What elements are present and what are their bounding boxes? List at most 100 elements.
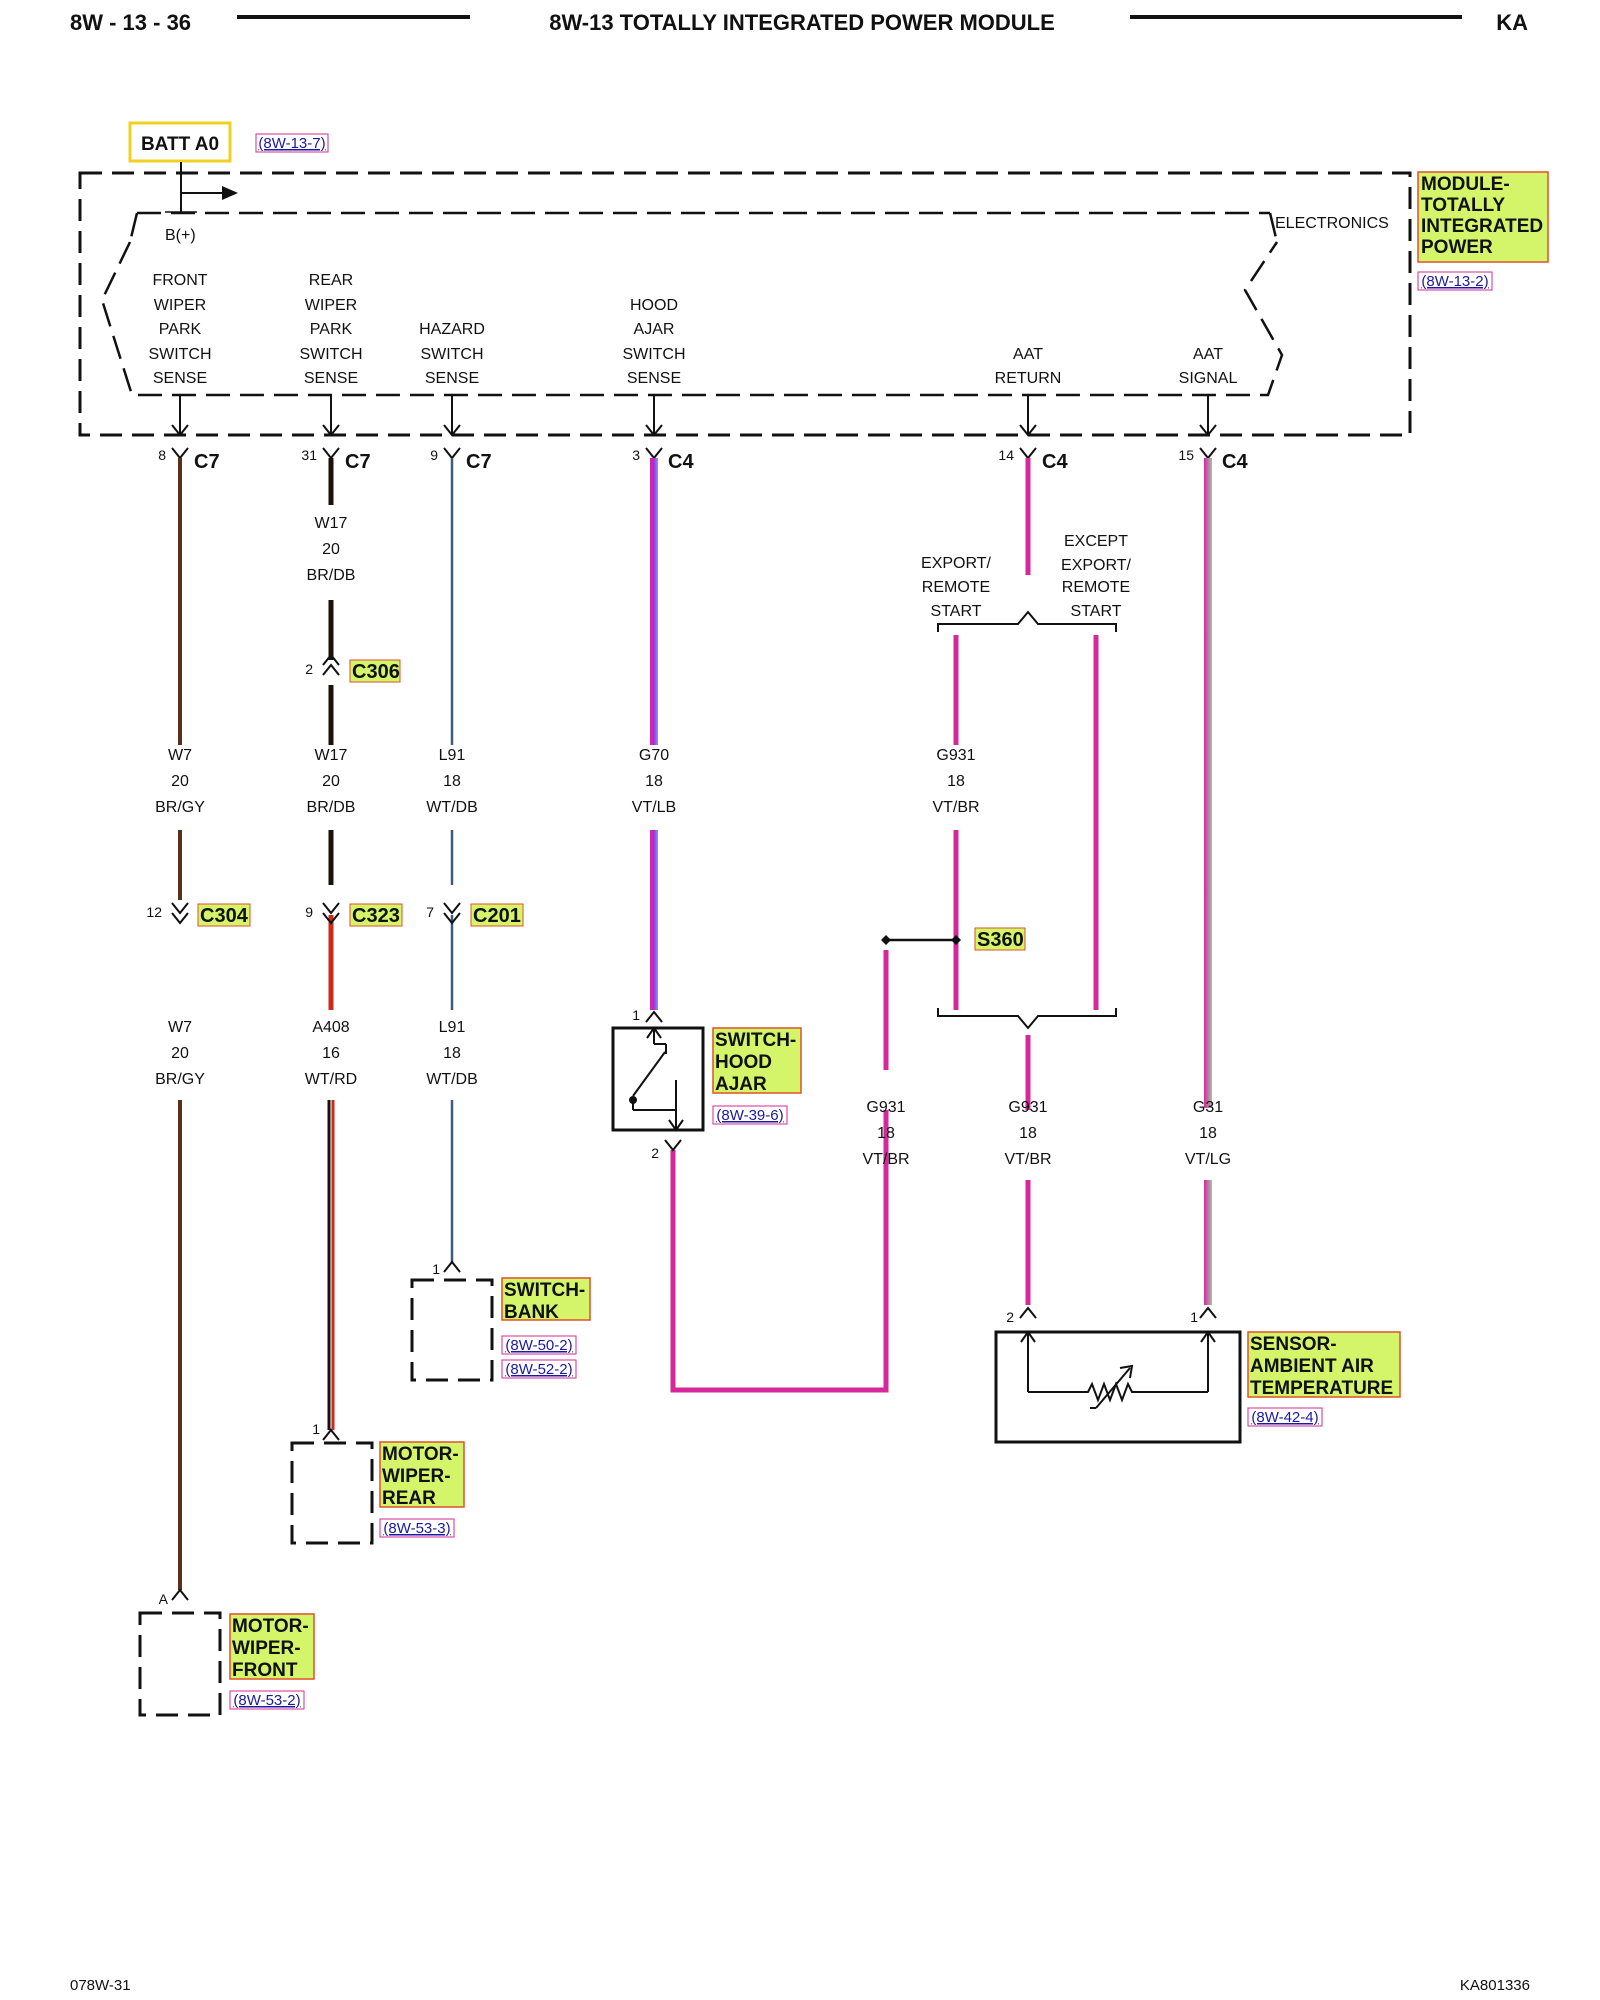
- hood-switch-ref-link[interactable]: (8W-39-6): [716, 1107, 783, 1124]
- model-code: KA: [1496, 10, 1528, 35]
- wire-callout-line: 20: [322, 541, 340, 558]
- svg-text:1: 1: [1190, 1309, 1198, 1325]
- page-title: 8W-13 TOTALLY INTEGRATED POWER MODULE: [549, 10, 1055, 35]
- wire-callout-line: G931: [866, 1099, 905, 1116]
- svg-text:SWITCH: SWITCH: [622, 346, 685, 363]
- module-name-3: INTEGRATED: [1421, 216, 1543, 237]
- module-ref-link[interactable]: (8W-13-2): [1421, 273, 1488, 290]
- batt-ref-link[interactable]: (8W-13-7): [258, 135, 325, 152]
- svg-text:SENSE: SENSE: [425, 370, 479, 387]
- batt-label: BATT A0: [141, 134, 219, 155]
- wire-callout-line: BR/GY: [155, 799, 205, 816]
- svg-text:PARK: PARK: [159, 321, 202, 338]
- wire-callout-line: VT/LG: [1185, 1151, 1231, 1168]
- motor-wiper-rear: 1 MOTOR- WIPER- REAR (8W-53-3): [290, 1421, 465, 1545]
- svg-text:WIPER: WIPER: [305, 297, 357, 314]
- svg-text:31: 31: [301, 447, 317, 463]
- svg-text:HOOD: HOOD: [715, 1052, 772, 1073]
- wire-callout-line: VT/LB: [632, 799, 676, 816]
- svg-text:3: 3: [632, 447, 640, 463]
- wire-callout-line: WT/DB: [426, 1071, 478, 1088]
- svg-text:SWITCH-: SWITCH-: [504, 1280, 585, 1301]
- svg-text:TEMPERATURE: TEMPERATURE: [1250, 1378, 1393, 1399]
- svg-text:14: 14: [998, 447, 1014, 463]
- connector-c4-pin3: 3 C4: [632, 447, 694, 473]
- connector-c304: 12 C304: [146, 902, 251, 927]
- batt-feed: BATT A0 (8W-13-7): [128, 121, 329, 213]
- splice-label: S360: [977, 929, 1024, 951]
- wire-callout-line: 20: [171, 1045, 189, 1062]
- wire-callout-line: BR/DB: [307, 567, 356, 584]
- connector-c4-pin14: 14 C4: [998, 447, 1068, 473]
- switch-hood-ajar: 1 2 SWITCH- HOOD AJAR (8W-39-6): [611, 1007, 802, 1161]
- wire-callout-line: 18: [443, 1045, 461, 1062]
- wire-callout-line: 18: [443, 773, 461, 790]
- svg-text:9: 9: [305, 904, 313, 920]
- wire-callout-line: L91: [439, 747, 466, 764]
- wire-g31: [1204, 458, 1212, 1305]
- circuit-rear-wiper: REAR WIPER PARK SWITCH SENSE: [299, 272, 362, 387]
- svg-text:SENSOR-: SENSOR-: [1250, 1334, 1337, 1355]
- svg-text:2: 2: [305, 661, 313, 677]
- wire-callout-line: VT/BR: [1004, 1151, 1051, 1168]
- svg-text:REAR: REAR: [309, 272, 353, 289]
- wire-callout-line: 20: [171, 773, 189, 790]
- svg-text:C4: C4: [668, 451, 694, 473]
- svg-text:SWITCH: SWITCH: [420, 346, 483, 363]
- module-connectors: 8 C7 31 C7 9 C7 3 C4 14 C4 15 C4: [158, 447, 1248, 473]
- svg-text:12: 12: [146, 904, 162, 920]
- connector-c306: 2 C306: [305, 653, 401, 683]
- svg-text:RETURN: RETURN: [995, 370, 1062, 387]
- wire-a408: [327, 915, 335, 1430]
- switch-bank-ref-link-1[interactable]: (8W-50-2): [505, 1337, 572, 1354]
- motor-rear-ref-link[interactable]: (8W-53-3): [383, 1520, 450, 1537]
- circuit-front-wiper: FRONT WIPER PARK SWITCH SENSE: [148, 272, 211, 387]
- export-brace-top: [937, 610, 1117, 632]
- circuit-labels: FRONT WIPER PARK SWITCH SENSE REAR WIPER…: [148, 272, 1237, 387]
- wire-callout-line: 18: [1199, 1125, 1217, 1142]
- module-name-4: POWER: [1421, 237, 1493, 258]
- wire-callout-line: 18: [645, 773, 663, 790]
- wire-callout-line: 18: [1019, 1125, 1037, 1142]
- svg-text:PARK: PARK: [310, 321, 353, 338]
- svg-text:7: 7: [426, 904, 434, 920]
- svg-text:15: 15: [1178, 447, 1194, 463]
- wire-g70: [650, 458, 658, 1010]
- wires: [178, 458, 1212, 1590]
- svg-text:AJAR: AJAR: [715, 1074, 767, 1095]
- page-id: 8W - 13 - 36: [70, 10, 191, 35]
- svg-text:SWITCH: SWITCH: [299, 346, 362, 363]
- svg-text:1: 1: [432, 1261, 440, 1277]
- svg-text:EXPORT/: EXPORT/: [921, 555, 992, 572]
- module-name-2: TOTALLY: [1421, 195, 1505, 216]
- svg-text:START: START: [1071, 603, 1122, 620]
- svg-text:HOOD: HOOD: [630, 297, 678, 314]
- svg-text:FRONT: FRONT: [152, 272, 207, 289]
- footer-right: KA801336: [1460, 1977, 1530, 1994]
- connector-c7-pin9: 9 C7: [430, 447, 491, 473]
- wire-callout-line: VT/BR: [932, 799, 979, 816]
- circuit-aat-return: AAT RETURN: [995, 346, 1062, 387]
- connector-c323: 9 C323: [305, 902, 403, 927]
- svg-text:SENSE: SENSE: [627, 370, 681, 387]
- motor-front-ref-link[interactable]: (8W-53-2): [233, 1692, 300, 1709]
- svg-text:EXPORT/: EXPORT/: [1061, 557, 1132, 574]
- wire-labels: W1720BR/DBW720BR/GYW1720BR/DBL9118WT/DBG…: [155, 515, 1231, 1168]
- wire-callout-line: W7: [168, 747, 192, 764]
- wire-callout-line: G31: [1193, 1099, 1223, 1116]
- connector-c201: 7 C201: [426, 902, 524, 927]
- svg-text:C4: C4: [1222, 451, 1248, 473]
- switch-bank-ref-link-2[interactable]: (8W-52-2): [505, 1361, 572, 1378]
- svg-text:1: 1: [312, 1421, 320, 1437]
- sensor-ref-link[interactable]: (8W-42-4): [1251, 1409, 1318, 1426]
- inline-connectors: 2 C306 12 C304 9 C323 7 C201: [146, 653, 524, 927]
- wire-callout-line: W7: [168, 1019, 192, 1036]
- wire-callout-line: VT/BR: [862, 1151, 909, 1168]
